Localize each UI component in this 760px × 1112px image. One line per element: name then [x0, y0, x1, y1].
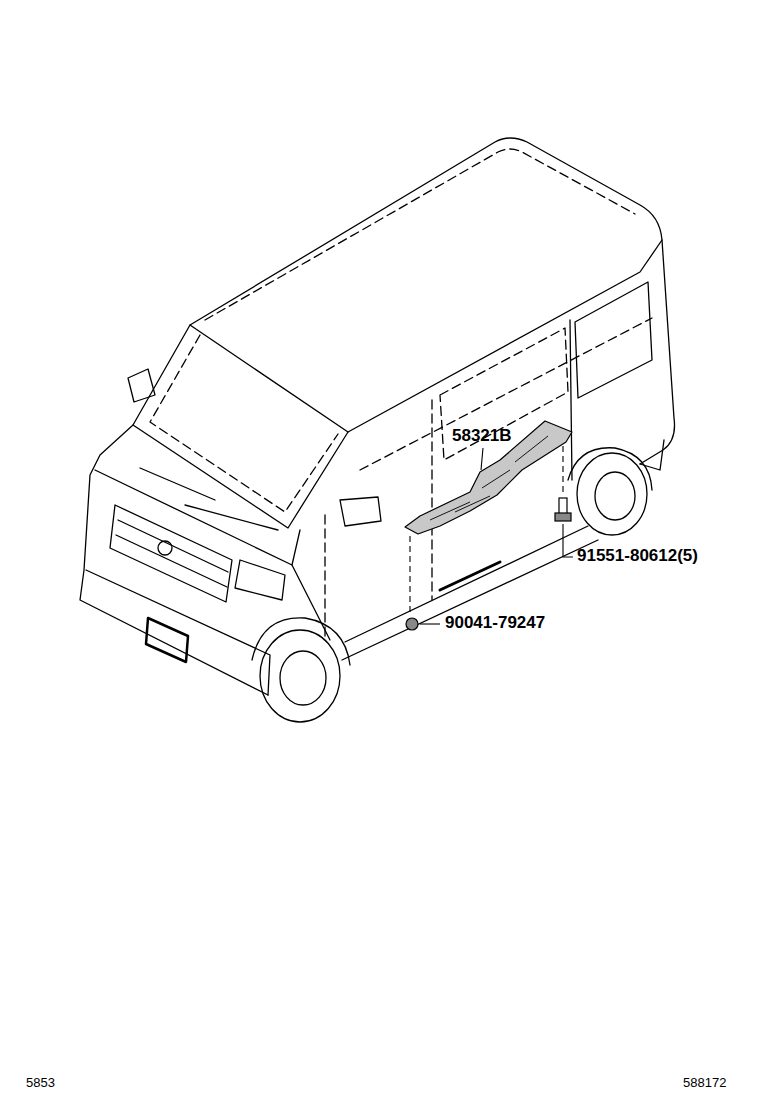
part-number: 58321B — [452, 427, 512, 446]
rear-bumper — [640, 440, 664, 470]
hood-edge — [95, 470, 300, 565]
fender-mirror — [128, 369, 155, 402]
door-line — [324, 515, 325, 640]
leader-line — [420, 623, 440, 624]
front-rim — [280, 651, 326, 705]
rear-tire — [577, 453, 647, 535]
bolt-shank — [559, 498, 567, 514]
leader-line — [563, 524, 573, 557]
roof-side — [348, 240, 662, 432]
side-cover-part — [405, 421, 572, 534]
leader-line — [481, 448, 483, 470]
roof-line — [205, 149, 635, 320]
part-detail — [430, 436, 548, 520]
nut — [406, 618, 418, 630]
front-tire — [260, 630, 340, 722]
emblem — [158, 541, 172, 555]
install-line — [409, 536, 410, 614]
wiper — [140, 468, 278, 530]
grille — [110, 505, 232, 602]
sill-line — [345, 526, 588, 642]
install-line — [562, 446, 563, 494]
front-pillar — [292, 565, 330, 640]
door-line — [570, 320, 572, 480]
rear-window — [575, 282, 652, 398]
windshield-inner — [150, 335, 338, 512]
step — [440, 562, 500, 590]
headlight — [235, 560, 285, 600]
bolt-head — [555, 513, 571, 521]
grille-bars — [116, 520, 228, 587]
figure-number: 588172 — [683, 1076, 726, 1090]
sill-line — [342, 540, 598, 660]
windshield — [133, 325, 348, 528]
license-plate — [146, 618, 188, 662]
part-number: 91551-80612(5) — [577, 547, 698, 566]
part-number: 90041-79247 — [445, 614, 545, 633]
door-mirror — [340, 497, 381, 526]
door-line — [431, 400, 432, 600]
bumper — [86, 570, 270, 695]
rear-rim — [595, 472, 635, 520]
page-code: 5853 — [26, 1076, 55, 1090]
wheel-arch — [252, 618, 350, 665]
